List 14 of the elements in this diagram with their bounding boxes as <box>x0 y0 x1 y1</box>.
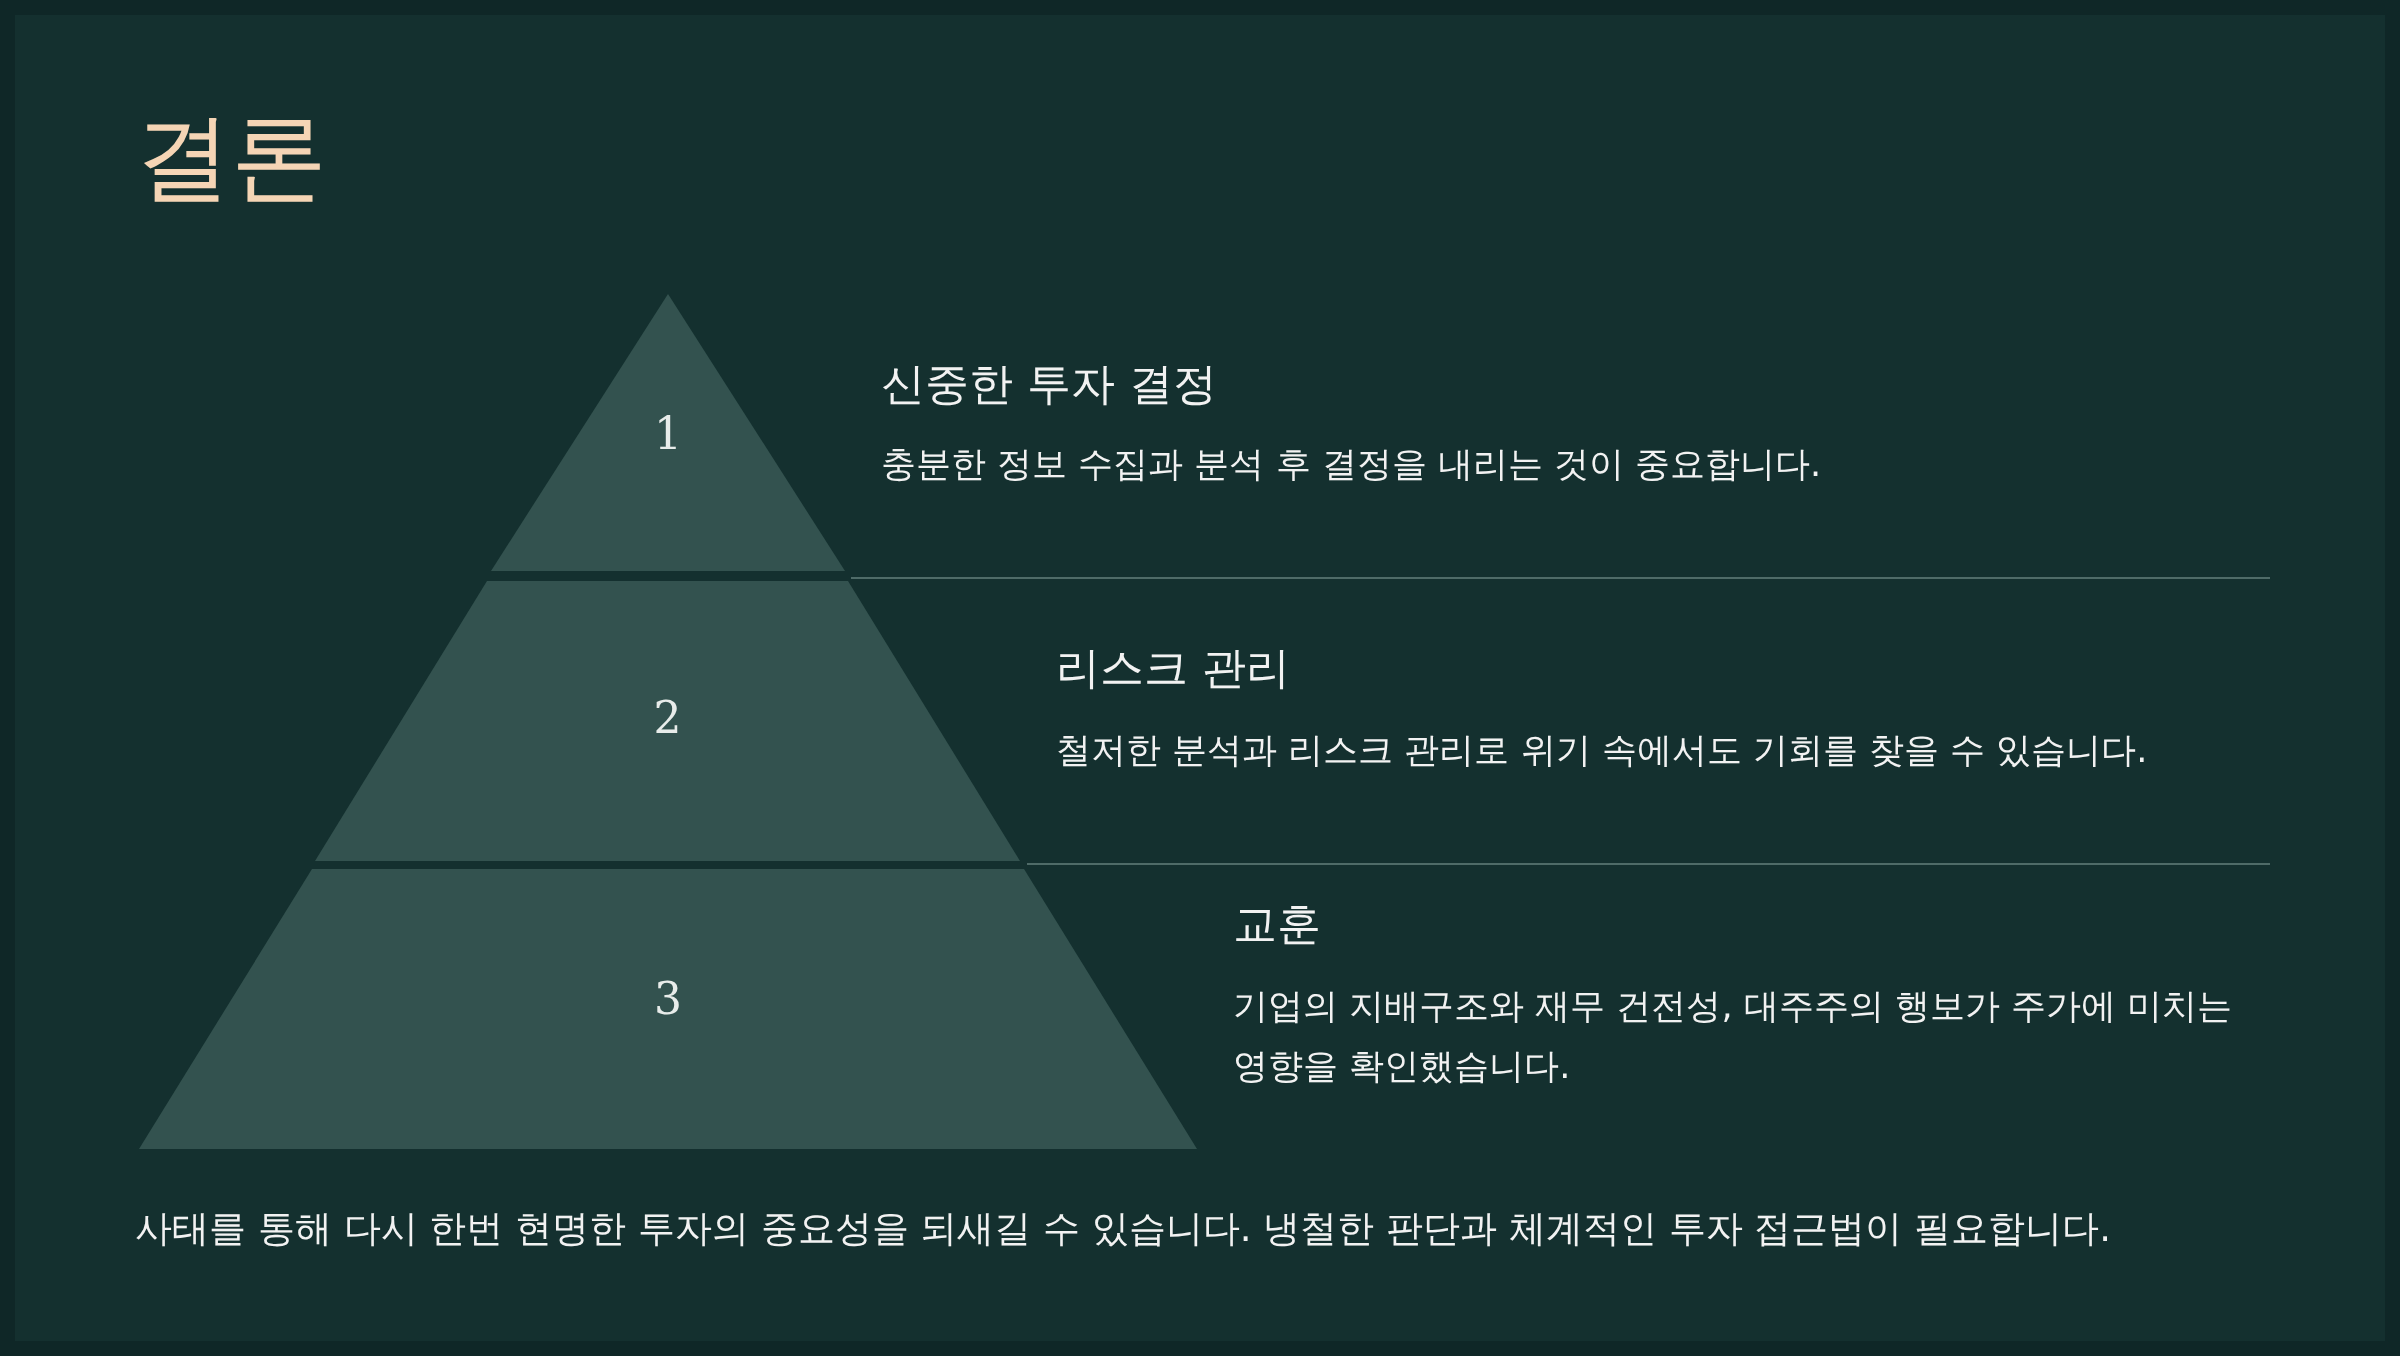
section-description: 충분한 정보 수집과 분석 후 결정을 내리는 것이 중요합니다. <box>881 443 1823 486</box>
section-heading: 교훈 <box>1233 897 1322 951</box>
section-heading: 리스크 관리 <box>1056 641 1291 695</box>
section-heading: 신중한 투자 결정 <box>881 357 1218 411</box>
pyramid-tier <box>491 294 845 571</box>
pyramid-tier <box>315 581 1020 861</box>
tier-number: 3 <box>653 977 683 1021</box>
pyramid-tier <box>139 869 1197 1149</box>
tier-number: 1 <box>653 412 683 456</box>
section-description: 기업의 지배구조와 재무 건전성, 대주주의 행보가 주가에 미치는 영향을 확인했습니다. <box>1233 985 2233 1088</box>
slide-title: 결론 <box>135 100 327 215</box>
tier-number: 2 <box>652 696 683 740</box>
summary-text: 사태를 통해 다시 한번 현명한 투자의 중요성을 되새길 수 있습니다. 냉철한 판단과 체계적인 투자 접근법이 필요합니다. <box>135 1206 2111 1252</box>
section-description: 철저한 분석과 리스크 관리로 위기 속에서도 기회를 찾을 수 있습니다. <box>1056 729 2149 772</box>
